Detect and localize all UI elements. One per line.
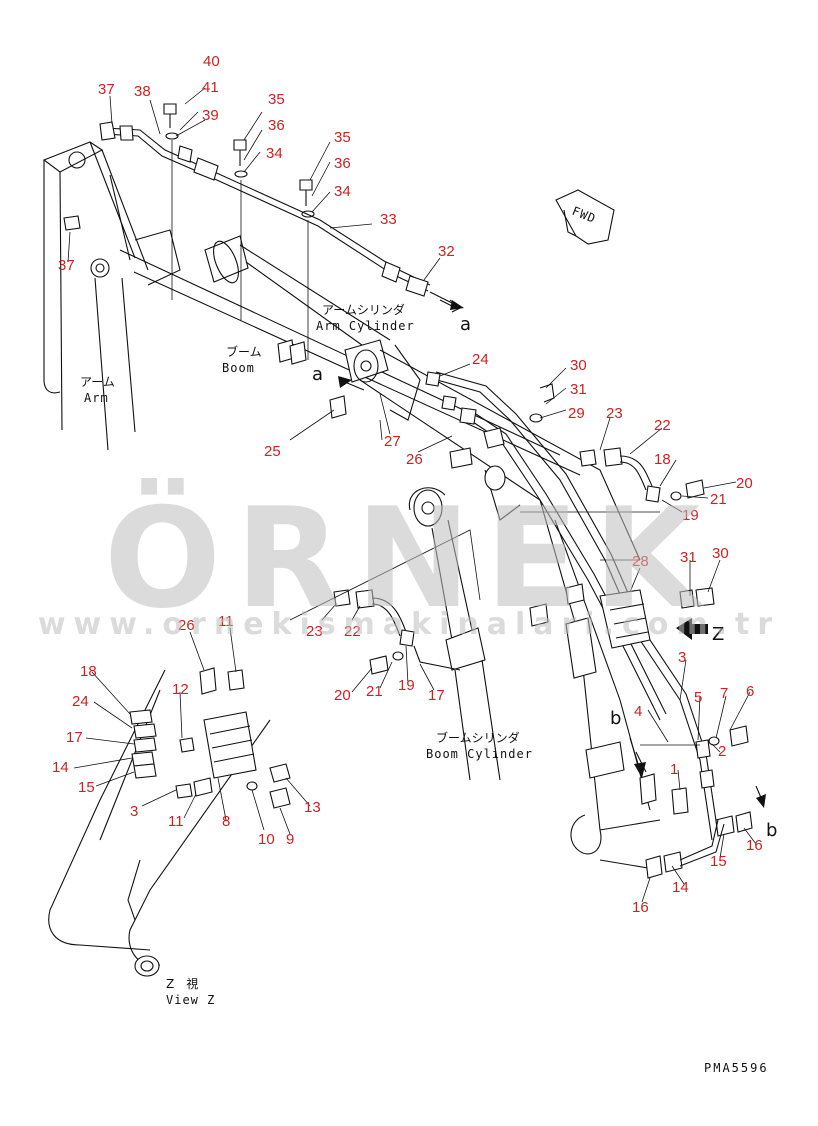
label-boom-cylinder-jp: ブームシリンダ xyxy=(436,730,520,745)
callout-37-side: 37 xyxy=(58,257,75,274)
label-arm-cylinder-jp: アームシリンダ xyxy=(322,302,405,317)
callout-14-b: 14 xyxy=(672,879,689,896)
callout-40: 40 xyxy=(203,53,220,70)
arrow-z xyxy=(676,618,708,640)
callout-9: 9 xyxy=(286,831,294,848)
callout-25: 25 xyxy=(264,443,281,460)
callout-38: 38 xyxy=(134,83,151,100)
upper-right-hose xyxy=(529,383,705,503)
callout-11-b: 11 xyxy=(168,813,184,830)
ref-b-right: b xyxy=(766,820,777,841)
label-view-z-en: View Z xyxy=(166,993,215,1007)
lower-right-fittings xyxy=(585,725,753,879)
callout-18-b: 18 xyxy=(80,663,97,680)
callout-23-a: 23 xyxy=(606,405,623,422)
callout-numbers: 40 41 39 37 38 35 36 34 35 36 34 33 32 3… xyxy=(52,53,763,916)
arm-cylinder xyxy=(204,235,391,383)
callout-37-top: 37 xyxy=(98,81,115,98)
callout-36-a: 36 xyxy=(268,117,285,134)
callout-2: 2 xyxy=(718,743,726,760)
callout-22-b: 22 xyxy=(344,623,361,640)
view-z-drawing xyxy=(48,667,291,977)
label-view-z-jp: Z 視 xyxy=(166,976,198,991)
callout-31-a: 31 xyxy=(570,381,587,398)
callout-3-b: 3 xyxy=(678,649,686,666)
callout-4: 4 xyxy=(634,703,642,720)
callout-29: 29 xyxy=(568,405,585,422)
bolts-top xyxy=(63,103,315,360)
callout-10: 10 xyxy=(258,831,275,848)
callout-23-b: 23 xyxy=(306,623,323,640)
callout-20-a: 20 xyxy=(736,475,753,492)
callout-26-b: 26 xyxy=(178,617,195,634)
ref-z: Z xyxy=(712,624,724,645)
leader-lines xyxy=(67,87,757,903)
callout-16-a: 16 xyxy=(632,899,649,916)
callout-24-a: 24 xyxy=(472,351,489,368)
component-labels: アームシリンダ Arm Cylinder ブーム Boom アーム Arm ブー… xyxy=(80,204,777,1075)
callout-34-b: 34 xyxy=(334,183,351,200)
callout-35-b: 35 xyxy=(334,129,351,146)
callout-24-b: 24 xyxy=(72,693,89,710)
callout-11-a: 11 xyxy=(218,613,234,630)
ref-a-upper: a xyxy=(460,314,471,335)
label-arm-en: Arm xyxy=(84,391,109,405)
label-boom-cylinder-en: Boom Cylinder xyxy=(426,747,533,761)
callout-41: 41 xyxy=(202,79,219,96)
callout-7: 7 xyxy=(720,685,728,702)
callout-17-b: 17 xyxy=(66,729,83,746)
callout-30-b: 30 xyxy=(712,545,729,562)
arrows xyxy=(338,189,766,808)
callout-33: 33 xyxy=(380,211,397,228)
callout-15-b: 15 xyxy=(710,853,727,870)
center-hose xyxy=(333,589,461,675)
callout-6: 6 xyxy=(746,683,754,700)
callout-21-b: 21 xyxy=(366,683,383,700)
callout-34-a: 34 xyxy=(266,145,283,162)
callout-18-a: 18 xyxy=(654,451,671,468)
callout-30-a: 30 xyxy=(570,357,587,374)
callout-35-a: 35 xyxy=(268,91,285,108)
callout-3-a: 3 xyxy=(130,803,138,820)
callout-8: 8 xyxy=(222,813,230,830)
callout-31-b: 31 xyxy=(680,549,697,566)
callout-15-a: 15 xyxy=(78,779,95,796)
callout-5: 5 xyxy=(694,689,702,706)
label-boom-en: Boom xyxy=(222,361,255,375)
callout-13: 13 xyxy=(304,799,321,816)
callout-26-a: 26 xyxy=(406,451,423,468)
label-arm-jp: アーム xyxy=(80,375,115,389)
label-arm-cylinder-en: Arm Cylinder xyxy=(316,319,415,333)
label-boom-jp: ブーム xyxy=(226,344,262,359)
callout-22-a: 22 xyxy=(654,417,671,434)
callout-27: 27 xyxy=(384,433,401,450)
callout-19-a: 19 xyxy=(682,507,699,524)
callout-32: 32 xyxy=(438,243,455,260)
boom-cylinder xyxy=(408,465,521,781)
callout-19-b: 19 xyxy=(398,677,415,694)
callout-28: 28 xyxy=(632,553,649,570)
callout-20-b: 20 xyxy=(334,687,351,704)
callout-36-b: 36 xyxy=(334,155,351,172)
callout-16-b: 16 xyxy=(746,837,763,854)
callout-1: 1 xyxy=(670,761,678,778)
callout-12: 12 xyxy=(172,681,189,698)
callout-39: 39 xyxy=(202,107,219,124)
valve-block-28 xyxy=(520,511,715,679)
ref-b-left: b xyxy=(610,708,621,729)
part-code: PMA5596 xyxy=(704,1061,769,1075)
callout-14-a: 14 xyxy=(52,759,69,776)
callout-17-a: 17 xyxy=(428,687,445,704)
ref-a-lower: a xyxy=(312,364,323,385)
callout-21-a: 21 xyxy=(710,491,727,508)
